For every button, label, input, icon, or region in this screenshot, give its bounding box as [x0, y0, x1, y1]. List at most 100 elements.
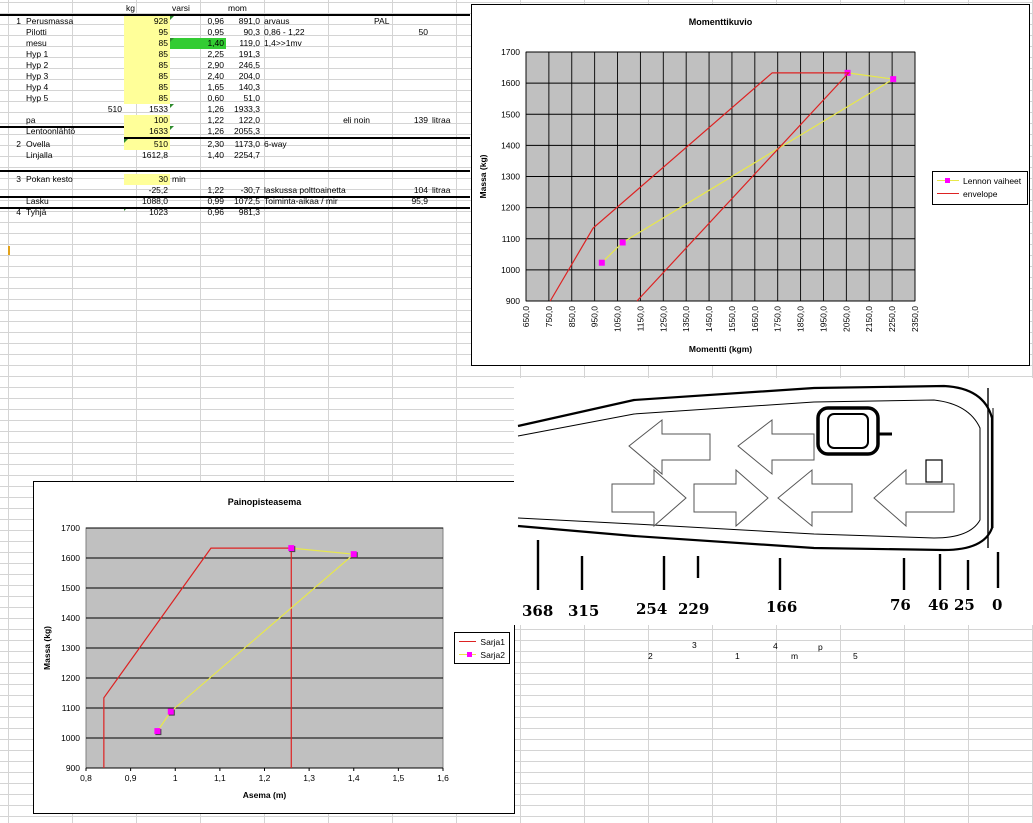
row-number[interactable]: [8, 82, 23, 93]
varsi-cell[interactable]: 2,90: [207, 60, 224, 70]
note3-cell[interactable]: litraa: [432, 115, 451, 125]
row-number[interactable]: [8, 60, 23, 71]
kg-cell[interactable]: 928: [124, 16, 170, 27]
mom-cell[interactable]: 140,3: [238, 82, 260, 92]
kg-cell[interactable]: 85: [124, 93, 170, 104]
varsi-cell[interactable]: 1,26: [170, 104, 226, 115]
varsi-cell[interactable]: 1,40: [207, 150, 224, 160]
note-cell[interactable]: eli noin: [343, 115, 370, 125]
note-cell[interactable]: [262, 93, 372, 104]
note2-cell[interactable]: 50: [418, 27, 428, 37]
row-number[interactable]: [8, 71, 23, 82]
note-cell[interactable]: [262, 60, 372, 71]
varsi-cell[interactable]: 1,22: [207, 115, 224, 125]
mom-cell[interactable]: 1933,3: [234, 104, 260, 114]
note-cell[interactable]: [262, 126, 372, 137]
varsi-cell[interactable]: 0,96: [207, 207, 224, 217]
varsi-cell[interactable]: 2,40: [207, 71, 224, 81]
note-cell[interactable]: 6-way: [264, 139, 287, 149]
row-label[interactable]: Linjalla: [26, 150, 53, 160]
mom-cell[interactable]: 1173,0: [234, 139, 260, 149]
floating-label-d[interactable]: 2: [648, 651, 653, 661]
row-label[interactable]: Lentoonlähtö: [26, 126, 76, 136]
row-label[interactable]: Perusmassa: [26, 16, 74, 26]
mom-cell[interactable]: 122,0: [238, 115, 260, 125]
note-cell[interactable]: arvaus: [264, 16, 290, 26]
varsi-cell[interactable]: 2,30: [207, 139, 224, 149]
varsi-cell[interactable]: 1,26: [170, 126, 226, 137]
row-number[interactable]: 3: [16, 174, 21, 184]
kg-cell[interactable]: 1023: [124, 207, 170, 218]
mom-cell[interactable]: 119,0: [239, 38, 260, 48]
mom-cell[interactable]: 2055,3: [234, 126, 260, 136]
note-cell[interactable]: [262, 174, 372, 185]
note2-cell[interactable]: [372, 38, 430, 49]
mom-cell[interactable]: 90,3: [243, 27, 260, 37]
note-cell[interactable]: [262, 82, 372, 93]
varsi-cell[interactable]: 1,40: [170, 38, 226, 49]
mom-cell[interactable]: 51,0: [243, 93, 260, 103]
row-label[interactable]: Hyp 5: [26, 93, 49, 103]
mom-cell[interactable]: 1072,5: [234, 196, 260, 206]
note2-cell[interactable]: [372, 49, 430, 60]
varsi-cell[interactable]: 0,96: [170, 16, 226, 27]
mom-cell[interactable]: 891,0: [238, 16, 260, 26]
note-cell[interactable]: 1,4>>1mv: [264, 38, 302, 48]
kg-cell[interactable]: 95: [124, 27, 170, 38]
mom-cell[interactable]: [226, 174, 262, 185]
note2-cell[interactable]: [372, 82, 430, 93]
note2-cell[interactable]: [372, 93, 430, 104]
row-label[interactable]: Pokan kesto: [26, 174, 73, 184]
row-number[interactable]: [8, 38, 23, 49]
kg-cell[interactable]: 85: [124, 60, 170, 71]
kg-cell[interactable]: 30: [124, 174, 170, 185]
header-varsi[interactable]: varsi: [172, 3, 190, 13]
varsi-cell[interactable]: 0,99: [207, 196, 224, 206]
kg-cell[interactable]: -25,2: [148, 185, 168, 195]
varsi-cell[interactable]: 0,95: [207, 27, 224, 37]
note3-cell[interactable]: litraa: [432, 185, 451, 195]
row-label[interactable]: Tyhjä: [26, 207, 47, 217]
varsi-cell[interactable]: min: [172, 174, 186, 184]
mom-cell[interactable]: -30,7: [240, 185, 260, 195]
row-number[interactable]: 4: [16, 207, 21, 217]
note-cell[interactable]: [262, 49, 372, 60]
row-label[interactable]: Hyp 1: [26, 49, 49, 59]
row-number[interactable]: [8, 185, 23, 196]
note2-cell[interactable]: [372, 126, 430, 137]
row-label[interactable]: 510: [107, 104, 122, 114]
note-cell[interactable]: Toiminta-aikaa / mir: [264, 196, 338, 206]
row-number[interactable]: [8, 27, 23, 38]
kg-cell[interactable]: 85: [124, 38, 170, 49]
row-label[interactable]: Hyp 2: [26, 60, 49, 70]
kg-cell[interactable]: 1612,8: [142, 150, 168, 160]
kg-cell[interactable]: 100: [124, 115, 170, 126]
kg-cell[interactable]: 85: [124, 71, 170, 82]
row-label[interactable]: mesu: [26, 38, 47, 48]
mom-cell[interactable]: 191,3: [238, 49, 260, 59]
kg-cell[interactable]: 1633: [124, 126, 170, 137]
kg-cell[interactable]: 510: [124, 139, 170, 150]
mom-cell[interactable]: 981,3: [238, 207, 260, 217]
varsi-cell[interactable]: 2,25: [207, 49, 224, 59]
floating-label-e[interactable]: 1: [735, 651, 740, 661]
note2-cell[interactable]: [372, 104, 430, 115]
header-mom[interactable]: mom: [228, 3, 247, 13]
chart-painopisteasema-legend[interactable]: Sarja1 Sarja2: [454, 632, 510, 664]
note2-cell[interactable]: 95,9: [411, 196, 428, 206]
note-cell[interactable]: [262, 104, 372, 115]
row-number[interactable]: [8, 93, 23, 104]
row-number[interactable]: [8, 49, 23, 60]
floating-label-f[interactable]: m: [791, 651, 799, 661]
note2-cell[interactable]: [372, 174, 430, 185]
note-cell[interactable]: [262, 71, 372, 82]
kg-cell[interactable]: 85: [124, 82, 170, 93]
note-cell[interactable]: 0,86 - 1,22: [264, 27, 305, 37]
note2-cell[interactable]: [372, 60, 430, 71]
note-cell[interactable]: [262, 150, 372, 161]
mom-cell[interactable]: 204,0: [238, 71, 260, 81]
row-number[interactable]: [8, 150, 23, 161]
row-number[interactable]: 2: [16, 139, 21, 149]
varsi-cell[interactable]: 1,65: [207, 82, 224, 92]
